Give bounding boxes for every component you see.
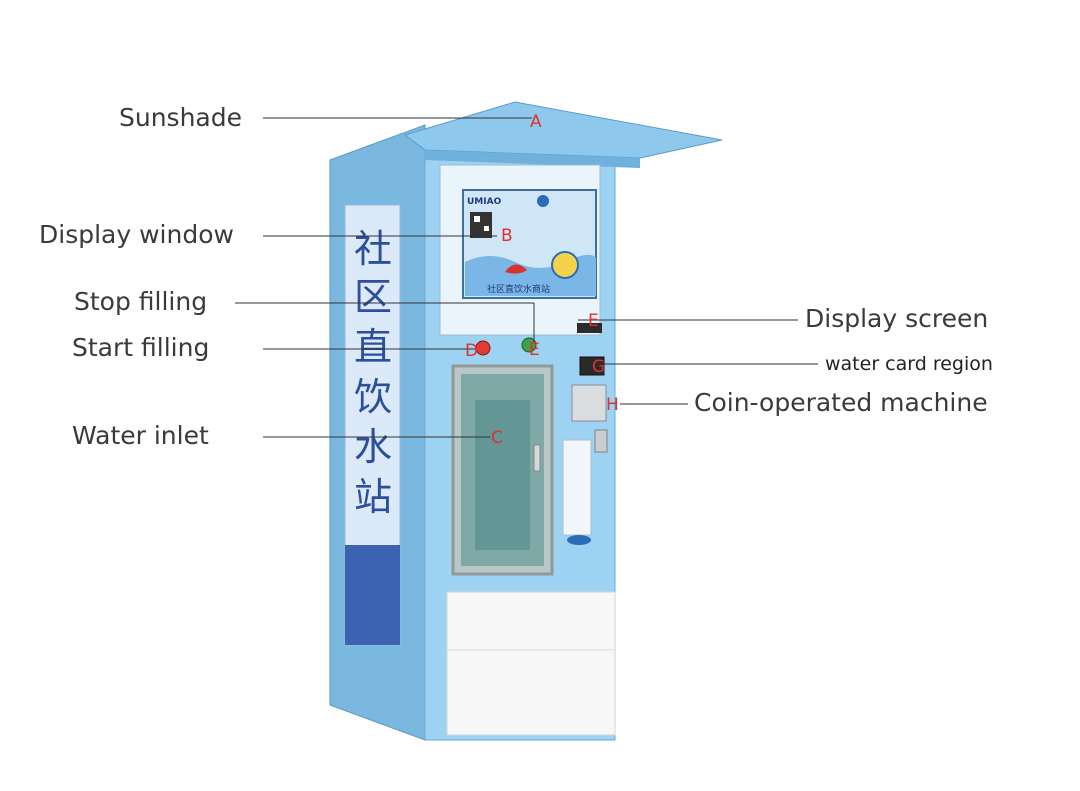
label-display-window: Display window [39, 220, 234, 249]
marker-g: G [592, 357, 605, 377]
instruction-logo [567, 535, 591, 545]
side-sign-char-1: 社 [354, 227, 392, 271]
leader-lines [235, 117, 818, 438]
screen-fish-icon [505, 264, 527, 274]
sunshade-roof [403, 101, 723, 159]
marker-b: B [501, 226, 513, 246]
label-stop-filling: Stop filling [74, 287, 207, 316]
side-sign-footer [345, 545, 400, 645]
marker-d: D [465, 341, 478, 361]
label-water-card-region: water card region [825, 353, 993, 375]
base-panel [446, 591, 616, 736]
water-inlet-handle[interactable] [533, 444, 541, 472]
coin-acceptor[interactable] [571, 384, 607, 422]
label-display-screen: Display screen [805, 304, 988, 333]
callout-labels: Sunshade Display window Stop filling Sta… [39, 103, 993, 450]
side-sign-char-5: 水 [354, 425, 392, 469]
side-sign-char-6: 站 [354, 475, 392, 519]
marker-e-display: E [588, 311, 599, 331]
marker-e-button: E [529, 340, 540, 360]
part-markers: A B C D E E G H [465, 112, 619, 448]
coin-slot[interactable] [594, 429, 608, 453]
qr-finder-1 [474, 216, 480, 222]
stop-filling-button[interactable] [521, 337, 537, 353]
screen-brand-text: UMIAO [467, 197, 502, 207]
screen-logo-icon [537, 195, 549, 207]
screen-badge-icon [551, 251, 579, 279]
screen-caption-text: 社区直饮水商站 [487, 283, 550, 295]
water-card-reader[interactable] [579, 356, 605, 376]
marker-h: H [606, 395, 619, 415]
instruction-plate [562, 439, 592, 536]
digital-display-screen [577, 323, 602, 333]
side-sign-char-3: 直 [354, 325, 392, 369]
sunshade-front-edge [425, 150, 640, 168]
label-water-inlet: Water inlet [72, 421, 209, 450]
qr-finder-2 [484, 226, 489, 231]
water-inlet-bottle [475, 400, 530, 550]
label-sunshade: Sunshade [119, 103, 242, 132]
label-start-filling: Start filling [72, 333, 209, 362]
water-vending-machine: 社 区 直 饮 水 站 UMIAO 社区直饮水商站 [329, 101, 723, 741]
marker-a: A [530, 112, 542, 132]
screen-qr-code [470, 212, 492, 238]
label-coin-operated-machine: Coin-operated machine [694, 388, 988, 417]
side-sign-char-2: 区 [354, 275, 392, 319]
start-filling-button[interactable] [475, 340, 491, 356]
side-sign-char-4: 饮 [354, 375, 392, 419]
marker-c: C [491, 428, 503, 448]
